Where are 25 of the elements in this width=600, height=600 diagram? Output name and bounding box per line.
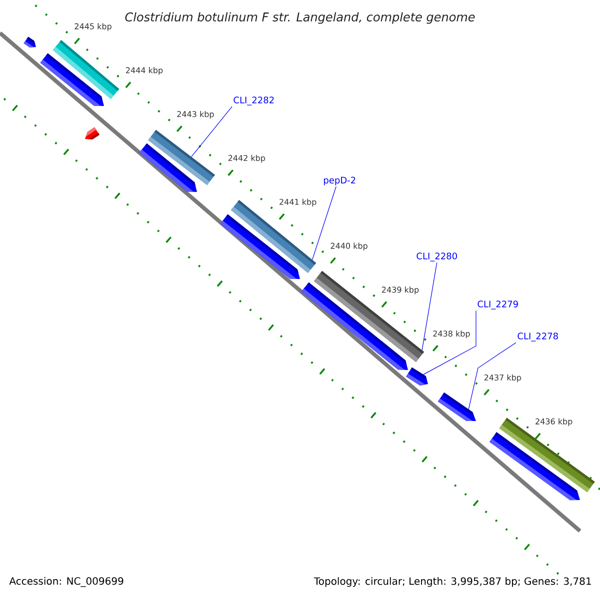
gene-feature [148,130,215,186]
gene-feature [314,270,424,362]
scale-label: 2439 kbp [382,286,419,294]
gene-feature [438,392,476,422]
gene-label: pepD-2 [324,176,356,186]
gene-label: CLI_2279 [478,300,518,310]
title: Clostridium botulinum F str. Langeland, complete genome [125,12,475,24]
leader-line [312,186,336,260]
gene-label: CLI_2278 [518,332,558,342]
footer-text: Topology: circular; Length: 3,995,387 bp; Genes: 3,781 [314,577,591,587]
leader-line [468,342,516,410]
leader-line [191,106,232,158]
scale-label: 2441 kbp [280,198,316,206]
gene-feature [406,367,428,386]
scale-label: 2436 kbp [536,418,572,426]
footer-text: Accession: NC_009699 [9,577,124,587]
scale-label: 2442 kbp [228,154,266,163]
gene-label: CLI_2280 [416,252,457,262]
scale-label: 2444 kbp [126,67,163,75]
gene-label: CLI_2282 [234,96,274,106]
scale-label: 2445 kbp [74,23,112,31]
scale-label: 2440 kbp [330,242,368,250]
gene-feature [230,200,316,274]
leader-line [422,262,438,351]
leader-line [423,310,476,375]
